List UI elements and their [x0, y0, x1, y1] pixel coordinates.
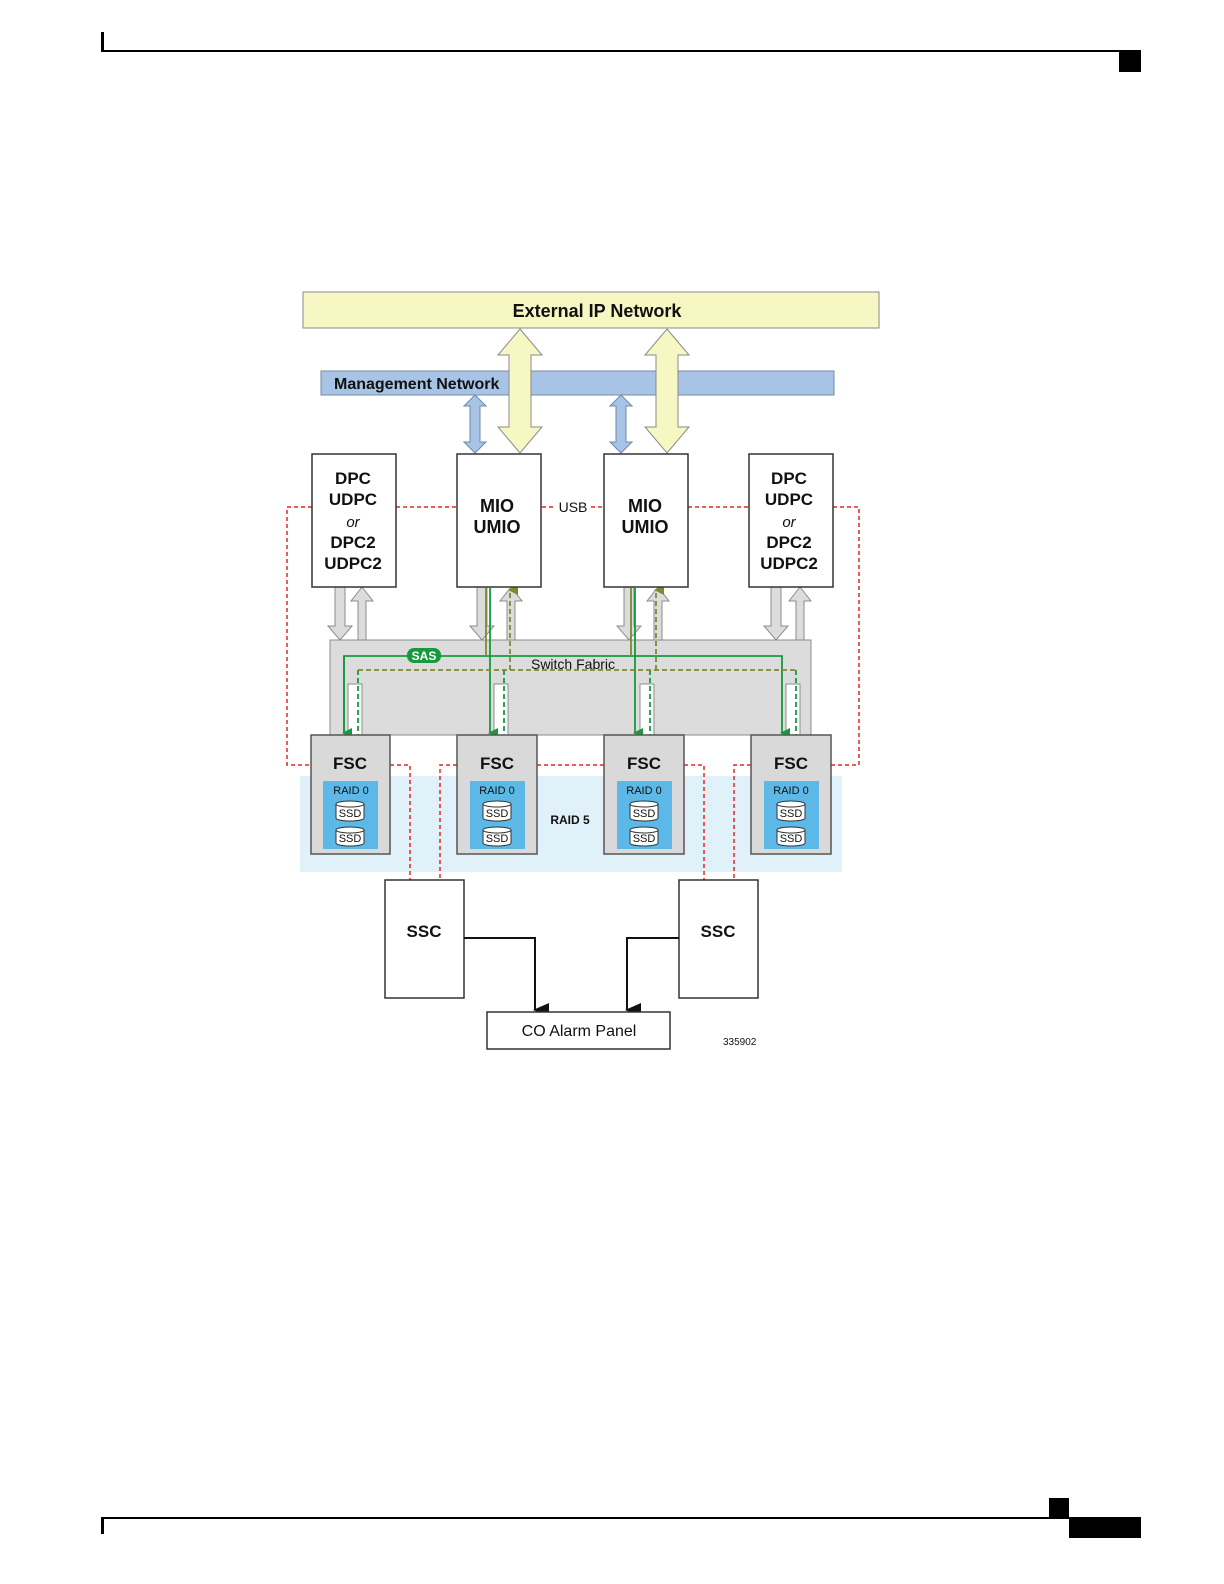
management-arrows	[464, 395, 632, 453]
fsc-3-ssd-label-2: SSD	[633, 833, 656, 845]
ssc-right-label: SSC	[701, 922, 736, 941]
sas-label: SAS	[412, 649, 437, 663]
fsc-2-ssd-label-2: SSD	[486, 833, 509, 845]
usb-label: USB	[559, 499, 588, 515]
fsc-2-title: FSC	[480, 754, 514, 773]
fsc-2-ssd-label-1: SSD	[486, 808, 509, 820]
external-ip-network-label: External IP Network	[513, 301, 683, 321]
fsc-4-raid-label: RAID 0	[773, 785, 808, 797]
fsc-1-raid-label: RAID 0	[333, 785, 368, 797]
mio-right-line1: MIO	[628, 496, 662, 516]
fsc-1-title: FSC	[333, 754, 367, 773]
dpc-left-line2: UDPC	[329, 490, 377, 509]
dpc-right-or: or	[782, 514, 796, 531]
fsc-1-ssd-label-2: SSD	[339, 833, 362, 845]
fsc-3-title: FSC	[627, 754, 661, 773]
fsc-2-raid-label: RAID 0	[479, 785, 514, 797]
fsc-3-ssd-label-1: SSD	[633, 808, 656, 820]
dpc-right-line4: UDPC2	[760, 554, 818, 573]
fsc-4-ssd-label-2: SSD	[780, 833, 803, 845]
dpc-left-line4: UDPC2	[324, 554, 382, 573]
dpc-left-or: or	[346, 514, 360, 531]
fsc-card-4: FSC RAID 0 SSD SSD	[751, 735, 831, 854]
dpc-right-line1: DPC	[771, 469, 807, 488]
fsc-card-3: FSC RAID 0 SSD SSD	[604, 735, 684, 854]
ssc-left-label: SSC	[407, 922, 442, 941]
raid5-label: RAID 5	[550, 813, 590, 827]
dpc-right-line2: UDPC	[765, 490, 813, 509]
co-alarm-panel-label: CO Alarm Panel	[522, 1023, 637, 1040]
dpc-left-line3: DPC2	[330, 533, 375, 552]
fsc-3-raid-label: RAID 0	[626, 785, 661, 797]
fsc-4-title: FSC	[774, 754, 808, 773]
alarm-arrows	[464, 938, 679, 1010]
mio-right-line2: UMIO	[622, 517, 669, 537]
figure-id: 335902	[723, 1037, 757, 1048]
management-network-label: Management Network	[334, 376, 499, 393]
mio-left-line2: UMIO	[474, 517, 521, 537]
fsc-card-1: FSC RAID 0 SSD SSD	[311, 735, 390, 854]
mio-left-line1: MIO	[480, 496, 514, 516]
fsc-1-ssd-label-1: SSD	[339, 808, 362, 820]
dpc-right-line3: DPC2	[766, 533, 811, 552]
fsc-card-2: FSC RAID 0 SSD SSD	[457, 735, 537, 854]
dpc-left-line1: DPC	[335, 469, 371, 488]
fsc-4-ssd-label-1: SSD	[780, 808, 803, 820]
